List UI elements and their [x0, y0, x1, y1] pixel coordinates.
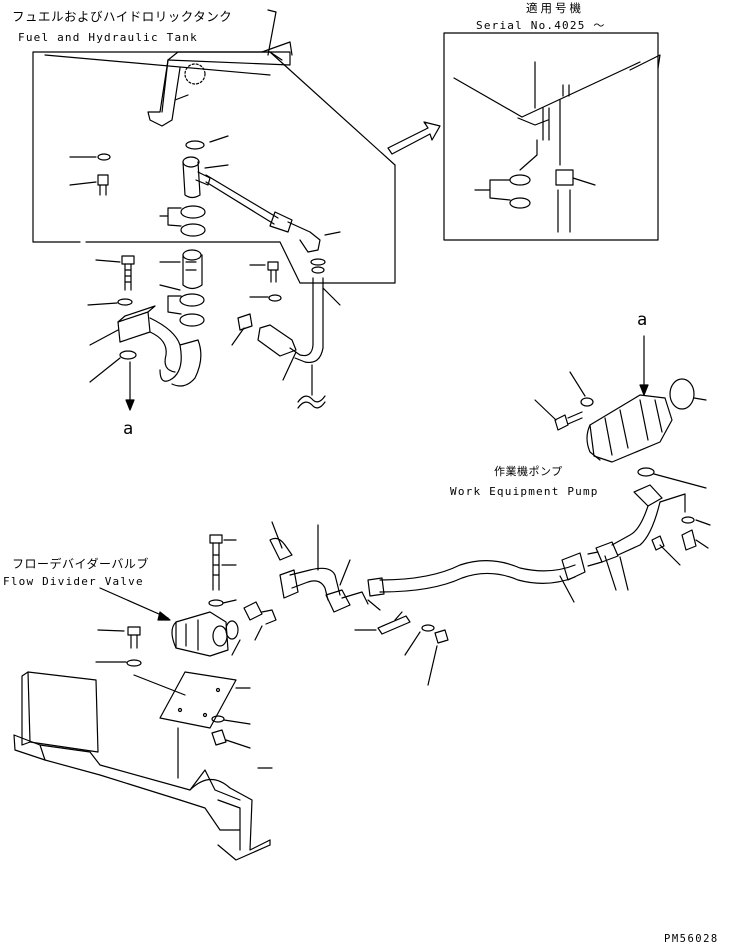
suction-parts [69, 135, 229, 387]
flow-divider-valve [95, 534, 237, 667]
fuel-hydraulic-tank [147, 9, 293, 127]
fdv-label-en: Flow Divider Valve [3, 575, 144, 588]
o-ring-pump [637, 467, 655, 477]
leader [604, 555, 617, 591]
machine-frame [13, 671, 273, 861]
work-equipment-pump [534, 371, 707, 463]
pointer-a-left-label: a [123, 419, 134, 439]
tank-outlet-pipe [205, 174, 341, 409]
serial-label-en: Serial No.4025 ～ [476, 19, 606, 32]
serial-label-jp: 適用号機 [526, 1, 584, 15]
pump-label-jp: 作業機ポンプ [494, 465, 563, 478]
pump-pipe [587, 484, 711, 591]
pointer-a-top [639, 335, 649, 396]
serial-inset [387, 32, 661, 241]
pump-label-en: Work Equipment Pump [450, 485, 599, 498]
flow-divider-pipes [225, 521, 449, 686]
fdv-pointer-arrow [99, 587, 171, 621]
long-hose [367, 552, 586, 603]
mounting-plate [133, 671, 251, 779]
fdv-label-jp: フローデバイダーバルブ [12, 557, 149, 571]
pointer-a-left [125, 361, 135, 411]
drawing-number: PM56028 [664, 933, 719, 945]
tank-detail-frame [32, 51, 396, 284]
pointer-a-top-label: a [637, 310, 648, 330]
tank-label-jp: フュエルおよびハイドロリックタンク [12, 9, 233, 24]
tank-label-en: Fuel and Hydraulic Tank [18, 31, 198, 44]
